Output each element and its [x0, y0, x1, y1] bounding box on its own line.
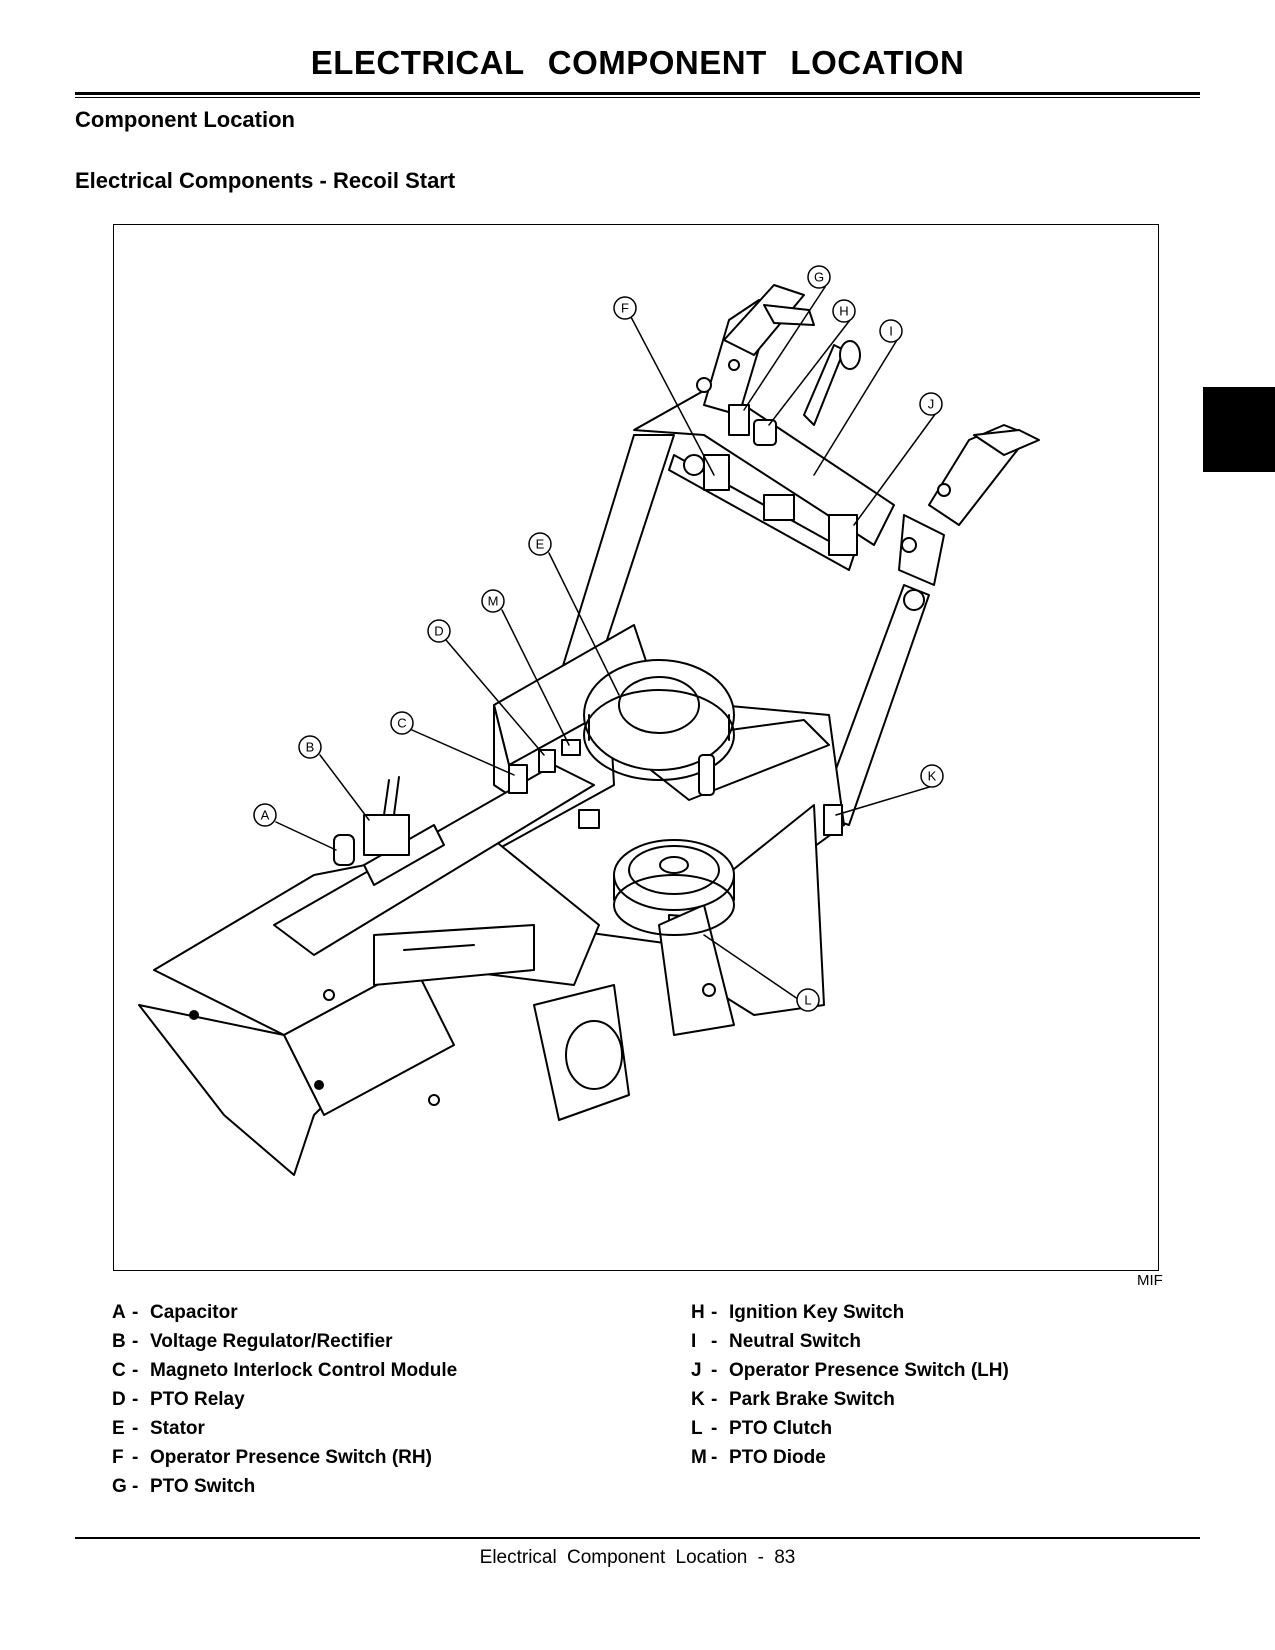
legend-key: F [112, 1447, 124, 1468]
legend-label: Neutral Switch [729, 1331, 861, 1352]
legend-item: L-PTO Clutch [691, 1414, 1009, 1443]
legend-item: M-PTO Diode [691, 1443, 1009, 1472]
dash-controls [703, 340, 861, 556]
legend-label: Operator Presence Switch (LH) [729, 1360, 1009, 1381]
footer-rule [75, 1537, 1200, 1539]
legend-item: G-PTO Switch [112, 1472, 457, 1501]
legend-key: A [112, 1302, 126, 1323]
title-rule-thin [75, 97, 1200, 98]
legend-label: Capacitor [150, 1302, 238, 1323]
callout-i: I [889, 324, 893, 339]
handlebar-frame [553, 284, 1040, 826]
legend-label: PTO Diode [729, 1447, 826, 1468]
page-title: ELECTRICAL COMPONENT LOCATION [310, 44, 965, 81]
callout-l: L [804, 993, 811, 1008]
legend-label: Operator Presence Switch (RH) [150, 1447, 432, 1468]
callout-a: A [261, 808, 270, 823]
callout-e: E [536, 537, 545, 552]
legend-item: J-Operator Presence Switch (LH) [691, 1356, 1009, 1385]
page-footer: Electrical Component Location - 83 [479, 1547, 796, 1568]
legend-label: Stator [150, 1418, 205, 1439]
legend-left-column: A-Capacitor B-Voltage Regulator/Rectifie… [112, 1298, 457, 1501]
legend-key: M [691, 1447, 707, 1468]
legend-item: H-Ignition Key Switch [691, 1298, 1009, 1327]
callout-f: F [621, 301, 629, 316]
legend-label: Ignition Key Switch [729, 1302, 905, 1323]
figure-code: MIF [1137, 1272, 1163, 1289]
legend-label: Magneto Interlock Control Module [150, 1360, 458, 1381]
chassis [138, 624, 845, 1176]
legend-key: H [691, 1302, 705, 1323]
small-components [333, 739, 843, 866]
callout-letters: A B C D E F G H I J K L M [261, 270, 937, 1008]
callout-c: C [397, 716, 406, 731]
legend-item: K-Park Brake Switch [691, 1385, 1009, 1414]
legend-label: Park Brake Switch [729, 1389, 895, 1410]
legend-item: A-Capacitor [112, 1298, 457, 1327]
title-rule [75, 92, 1200, 95]
legend-label: Voltage Regulator/Rectifier [150, 1331, 393, 1352]
stator [583, 659, 735, 796]
callout-j: J [928, 397, 935, 412]
legend-key: J [691, 1360, 702, 1381]
leader-lines [275, 286, 937, 1009]
legend-key: L [691, 1418, 703, 1439]
callout-g: G [814, 270, 824, 285]
mower-illustration: A B C D E F G H I J K L M [138, 265, 1040, 1176]
legend-key: C [112, 1360, 126, 1381]
legend-key: B [112, 1331, 126, 1352]
legend-item: C-Magneto Interlock Control Module [112, 1356, 457, 1385]
subsection-heading: Electrical Components - Recoil Start [75, 168, 456, 193]
callout-h: H [839, 304, 848, 319]
legend-right-column: H-Ignition Key Switch I-Neutral Switch J… [691, 1298, 1009, 1472]
legend-key: E [112, 1418, 125, 1439]
legend-label: PTO Relay [150, 1389, 245, 1410]
component-location-figure: A B C D E F G H I J K L M [113, 224, 1159, 1271]
section-tab-marker [1203, 387, 1275, 472]
legend-item: F-Operator Presence Switch (RH) [112, 1443, 457, 1472]
callout-d: D [434, 624, 443, 639]
legend-key: K [691, 1389, 705, 1410]
callout-m: M [488, 594, 499, 609]
legend-key: I [691, 1331, 697, 1352]
legend-item: E-Stator [112, 1414, 457, 1443]
legend-key: G [112, 1476, 127, 1497]
callout-k: K [928, 769, 937, 784]
pto-clutch [613, 839, 735, 936]
legend-item: B-Voltage Regulator/Rectifier [112, 1327, 457, 1356]
legend-label: PTO Clutch [729, 1418, 833, 1439]
callout-b: B [306, 740, 315, 755]
legend-key: D [112, 1389, 126, 1410]
legend-item: D-PTO Relay [112, 1385, 457, 1414]
callout-circles [253, 265, 944, 1012]
section-heading: Component Location [75, 107, 295, 132]
legend-item: I-Neutral Switch [691, 1327, 1009, 1356]
legend-label: PTO Switch [150, 1476, 256, 1497]
